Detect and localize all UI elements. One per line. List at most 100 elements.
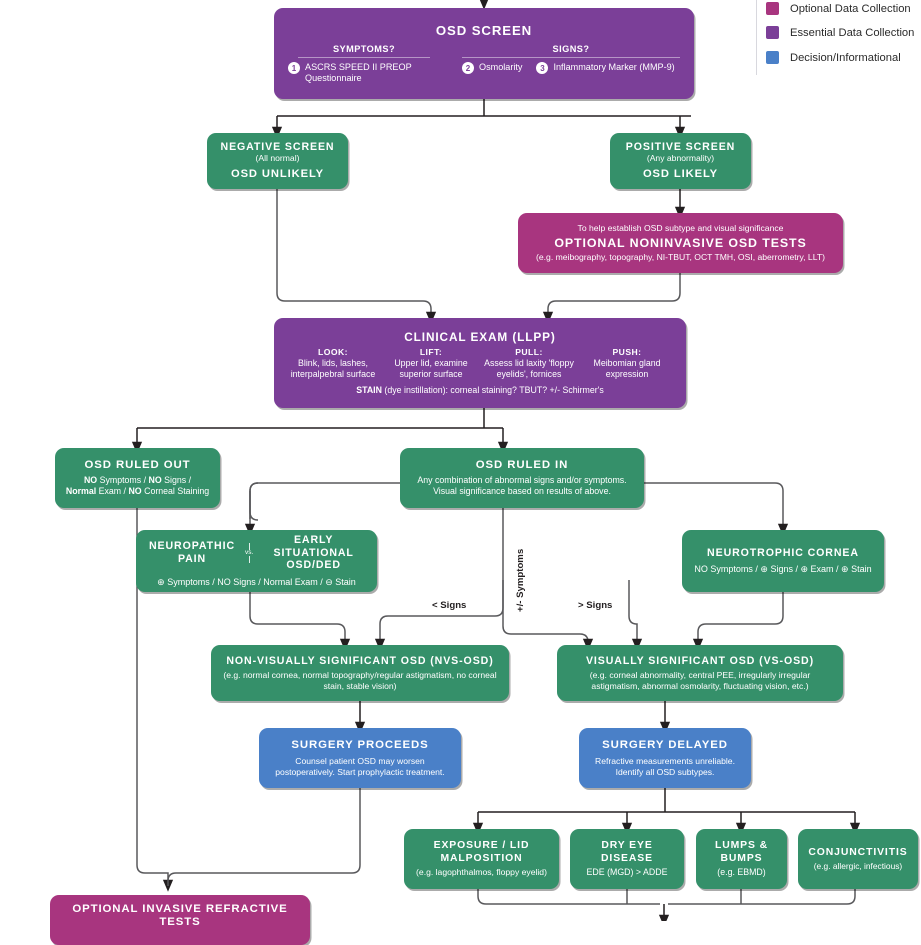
optional-invasive-title: OPTIONAL INVASIVE REFRACTIVE TESTS	[72, 903, 288, 929]
clinical-exam-col-lift: LIFT: Upper lid, examine superior surfac…	[384, 347, 478, 379]
legend-divider	[756, 0, 757, 75]
negative-screen-result: OSD UNLIKELY	[230, 168, 325, 180]
osd-ruled-in-title: OSD RULED IN	[475, 458, 569, 471]
node-neuropathic-vs-early-situational[interactable]: NEUROPATHIC PAIN vs. EARLY SITUATIONAL O…	[136, 530, 377, 592]
edge-label-less-signs: < Signs	[432, 600, 467, 611]
positive-screen-sub: (Any abnormality)	[646, 153, 715, 164]
negative-screen-title: NEGATIVE SCREEN	[220, 140, 335, 153]
osd-screen-item-2: 2 Osmolarity	[462, 62, 522, 75]
clinical-exam-lift-head: LIFT:	[419, 347, 443, 358]
surgery-proceeds-title: SURGERY PROCEEDS	[291, 738, 429, 751]
conjunctivitis-title: CONJUNCTIVITIS	[808, 846, 908, 858]
node-exposure-lid-malposition[interactable]: EXPOSURE / LID MALPOSITION (e.g. lagopht…	[404, 829, 559, 889]
exposure-sub: (e.g. lagophthalmos, floppy eyelid)	[416, 866, 547, 877]
surgery-delayed-title: SURGERY DELAYED	[602, 738, 728, 751]
legend-item-optional: Optional Data Collection	[766, 2, 911, 15]
number-badge-1: 1	[288, 62, 300, 75]
legend-label-decision: Decision/Informational	[790, 51, 901, 64]
node-negative-screen[interactable]: NEGATIVE SCREEN (All normal) OSD UNLIKEL…	[207, 133, 348, 189]
neuropathic-criteria: ⊕ Symptoms / NO Signs / Normal Exam / ⊖ …	[157, 576, 356, 587]
vs-separator: vs.	[238, 542, 260, 564]
lumps-sub: (e.g. EBMD)	[717, 866, 766, 877]
node-neurotrophic-cornea[interactable]: NEUROTROPHIC CORNEA NO Symptoms / ⊕ Sign…	[682, 530, 884, 592]
negative-screen-sub: (All normal)	[255, 153, 300, 164]
clinical-exam-title: CLINICAL EXAM (LLPP)	[404, 329, 556, 344]
positive-screen-title: POSITIVE SCREEN	[625, 140, 736, 153]
legend-swatch-essential	[766, 26, 779, 39]
lumps-title: LUMPS & BUMPS	[714, 840, 769, 864]
clinical-exam-pull-body: Assess lid laxity 'floppy eyelids', forn…	[484, 357, 574, 379]
edge-label-more-signs: > Signs	[578, 600, 613, 611]
osd-screen-item-3-label: Inflammatory Marker (MMP-9)	[553, 61, 675, 72]
legend-item-decision: Decision/Informational	[766, 51, 901, 64]
vs-osd-title: VISUALLY SIGNIFICANT OSD (VS-OSD)	[585, 654, 815, 667]
orout-l2b: Exam /	[96, 486, 129, 497]
surgery-proceeds-sub: Counsel patient OSD may worsen postopera…	[275, 755, 445, 777]
clinical-exam-stain-text: (dye instillation): corneal staining? TB…	[381, 385, 604, 396]
osd-ruled-in-sub: Any combination of abnormal signs and/or…	[417, 475, 627, 497]
orout-l2a: Normal	[65, 486, 97, 497]
orout-l2c: NO	[128, 486, 142, 497]
optional-noninvasive-title: OPTIONAL NONINVASIVE OSD TESTS	[554, 235, 807, 250]
vs-label: vs.	[245, 548, 254, 556]
exposure-title: EXPOSURE / LID MALPOSITION	[433, 840, 530, 864]
node-dry-eye-disease[interactable]: DRY EYE DISEASE EDE (MGD) > ADDE	[570, 829, 684, 889]
legend-swatch-optional	[766, 2, 779, 15]
dry-eye-sub: EDE (MGD) > ADDE	[586, 866, 668, 877]
osd-screen-item-1: 1 ASCRS SPEED II PREOP Questionnaire	[288, 62, 440, 84]
legend-label-essential: Essential Data Collection	[790, 26, 915, 39]
edge-label-plus-minus-symptoms: +/- Symptoms	[515, 548, 526, 612]
node-osd-ruled-in[interactable]: OSD RULED IN Any combination of abnormal…	[400, 448, 644, 508]
osd-screen-item-3: 3 Inflammatory Marker (MMP-9)	[536, 61, 675, 75]
orout-l2d: Corneal Staining	[141, 486, 210, 497]
orout-l1b: Symptoms /	[97, 475, 149, 486]
legend-label-optional: Optional Data Collection	[790, 2, 911, 15]
osd-screen-signs-header: SIGNS?	[552, 43, 590, 54]
clinical-exam-stain-label: STAIN	[356, 385, 382, 396]
node-optional-invasive-refractive-tests[interactable]: OPTIONAL INVASIVE REFRACTIVE TESTS	[50, 895, 310, 945]
positive-screen-result: OSD LIKELY	[642, 168, 719, 180]
clinical-exam-pull-head: PULL:	[515, 347, 543, 358]
clinical-exam-col-look: LOOK: Blink, lids, lashes, interpalpebra…	[286, 347, 380, 379]
dry-eye-title: DRY EYE DISEASE	[601, 840, 653, 864]
osd-screen-symptoms-header: SYMPTOMS?	[332, 43, 396, 54]
node-nvs-osd[interactable]: NON-VISUALLY SIGNIFICANT OSD (NVS-OSD) (…	[211, 645, 509, 701]
clinical-exam-col-push: PUSH: Meibomian gland expression	[580, 347, 674, 379]
node-optional-noninvasive-tests[interactable]: To help establish OSD subtype and visual…	[518, 213, 843, 273]
vs-osd-sub: (e.g. corneal abnormality, central PEE, …	[589, 670, 811, 691]
nvs-osd-sub: (e.g. normal cornea, normal topography/r…	[223, 670, 497, 691]
node-osd-ruled-out[interactable]: OSD RULED OUT NO Symptoms / NO Signs / N…	[55, 448, 220, 508]
neuropathic-title-right: EARLY SITUATIONAL OSD/DED	[273, 534, 354, 572]
node-lumps-bumps[interactable]: LUMPS & BUMPS (e.g. EBMD)	[696, 829, 787, 889]
clinical-exam-look-head: LOOK:	[318, 347, 348, 358]
neuropathic-title-left: NEUROPATHIC PAIN	[148, 540, 236, 565]
osd-screen-item-2-label: Osmolarity	[479, 61, 523, 72]
clinical-exam-push-head: PUSH:	[612, 347, 642, 358]
osd-screen-item-1-label: ASCRS SPEED II PREOP Questionnaire	[305, 61, 412, 83]
node-clinical-exam[interactable]: CLINICAL EXAM (LLPP) LOOK: Blink, lids, …	[274, 318, 686, 408]
orout-l1d: Signs /	[161, 475, 192, 486]
osd-screen-title: OSD SCREEN	[435, 23, 533, 39]
conjunctivitis-sub: (e.g. allergic, infectious)	[813, 860, 903, 871]
number-badge-3: 3	[536, 62, 549, 75]
node-conjunctivitis[interactable]: CONJUNCTIVITIS (e.g. allergic, infectiou…	[798, 829, 918, 889]
neurotrophic-title: NEUROTROPHIC CORNEA	[707, 546, 859, 559]
node-surgery-proceeds[interactable]: SURGERY PROCEEDS Counsel patient OSD may…	[259, 728, 461, 788]
clinical-exam-look-body: Blink, lids, lashes, interpalpebral surf…	[290, 357, 376, 379]
optional-noninvasive-sub: (e.g. meibography, topography, NI-TBUT, …	[536, 252, 825, 263]
osd-ruled-out-criteria: NO Symptoms / NO Signs / Normal Exam / N…	[65, 475, 210, 497]
surgery-delayed-sub: Refractive measurements unreliable. Iden…	[595, 755, 735, 777]
orout-l1c: NO	[148, 475, 162, 486]
osd-ruled-out-title: OSD RULED OUT	[84, 458, 191, 471]
legend-item-essential: Essential Data Collection	[766, 26, 914, 39]
node-vs-osd[interactable]: VISUALLY SIGNIFICANT OSD (VS-OSD) (e.g. …	[557, 645, 843, 701]
node-positive-screen[interactable]: POSITIVE SCREEN (Any abnormality) OSD LI…	[610, 133, 751, 189]
node-osd-screen[interactable]: OSD SCREEN SYMPTOMS? 1 ASCRS SPEED II PR…	[274, 8, 694, 99]
optional-noninvasive-pre: To help establish OSD subtype and visual…	[577, 222, 784, 233]
legend-swatch-decision	[766, 51, 779, 64]
node-surgery-delayed[interactable]: SURGERY DELAYED Refractive measurements …	[579, 728, 751, 788]
clinical-exam-push-body: Meibomian gland expression	[593, 357, 661, 379]
legend: Optional Data Collection Essential Data …	[756, 0, 921, 75]
nvs-osd-title: NON-VISUALLY SIGNIFICANT OSD (NVS-OSD)	[226, 654, 494, 667]
clinical-exam-lift-body: Upper lid, examine superior surface	[394, 357, 468, 379]
